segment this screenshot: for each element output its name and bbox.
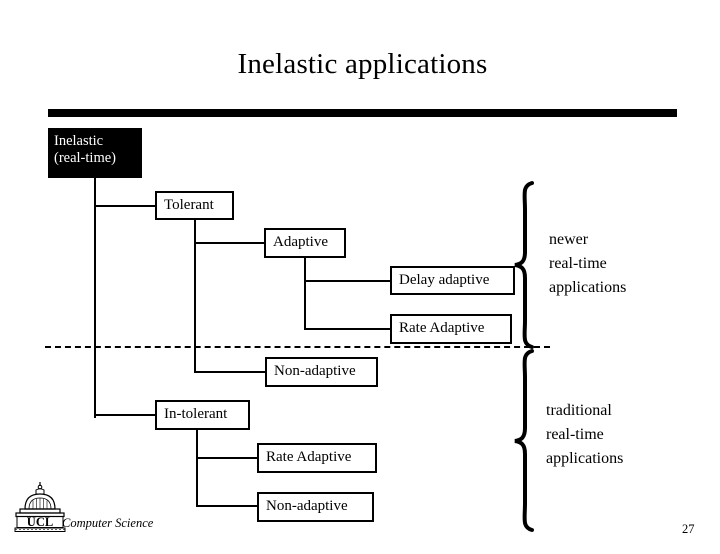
connector-root-vertical — [94, 178, 96, 418]
node-rate-adaptive-intolerant-label: Rate Adaptive — [266, 449, 352, 466]
node-non-adaptive-intolerant-label: Non-adaptive — [266, 498, 348, 515]
connector-root-to-intolerant — [94, 414, 157, 416]
node-non-adaptive-intolerant[interactable]: Non-adaptive — [257, 492, 374, 522]
node-rate-adaptive-tolerant[interactable]: Rate Adaptive — [390, 314, 512, 344]
connector-intolerant-vertical — [196, 429, 198, 507]
ucl-logo-icon: UCL — [12, 481, 68, 533]
annotation-traditional-real-time: traditional real-time applications — [546, 402, 624, 467]
node-rate-adaptive-intolerant[interactable]: Rate Adaptive — [257, 443, 377, 473]
connector-tolerant-to-adaptive — [194, 242, 266, 244]
connector-intolerant-to-nonadaptive — [196, 505, 258, 507]
brace-traditional-applications — [512, 348, 540, 533]
connector-adaptive-to-delay — [304, 280, 392, 282]
node-root-line1: Inelastic — [54, 133, 104, 149]
annotation-newer-real-time: newer real-time applications — [549, 231, 627, 296]
page-title: Inelastic applications — [237, 48, 488, 80]
node-adaptive[interactable]: Adaptive — [264, 228, 346, 258]
connector-tolerant-vertical — [194, 219, 196, 373]
node-intolerant[interactable]: In-tolerant — [155, 400, 250, 430]
connector-adaptive-vertical — [304, 257, 306, 330]
page-number: 27 — [682, 522, 695, 536]
node-non-adaptive-tolerant-label: Non-adaptive — [274, 363, 356, 380]
node-root-line2: (real-time) — [54, 150, 116, 166]
connector-adaptive-to-rate — [304, 328, 392, 330]
node-delay-adaptive-label: Delay adaptive — [399, 271, 490, 288]
node-intolerant-label: In-tolerant — [164, 406, 228, 423]
svg-text:UCL: UCL — [27, 515, 53, 529]
brace-newer-applications — [512, 180, 540, 350]
node-adaptive-label: Adaptive — [273, 234, 328, 251]
section-divider-dashed — [45, 346, 550, 348]
connector-tolerant-to-nonadaptive — [194, 371, 267, 373]
connector-root-to-tolerant — [94, 205, 157, 207]
node-delay-adaptive[interactable]: Delay adaptive — [390, 266, 515, 295]
node-non-adaptive-tolerant[interactable]: Non-adaptive — [265, 357, 378, 387]
department-name: Computer Science — [62, 516, 154, 530]
title-underline-bar — [48, 109, 677, 117]
node-tolerant-label: Tolerant — [164, 196, 214, 213]
node-rate-adaptive-tolerant-label: Rate Adaptive — [399, 320, 485, 337]
node-tolerant[interactable]: Tolerant — [155, 191, 234, 220]
node-inelastic-root[interactable]: Inelastic (real-time) — [48, 128, 142, 178]
connector-intolerant-to-rate — [196, 457, 258, 459]
